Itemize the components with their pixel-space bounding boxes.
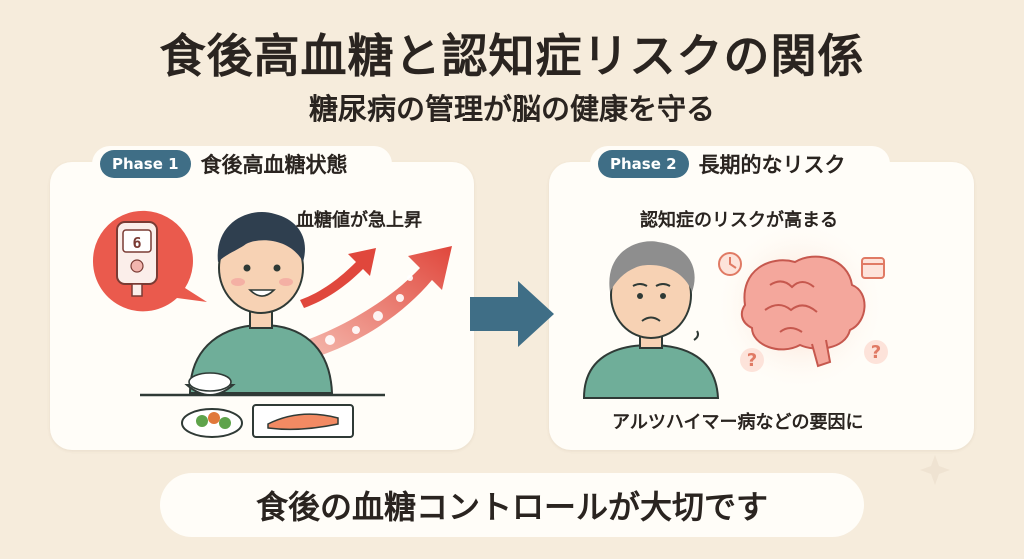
next-arrow-icon bbox=[470, 281, 554, 347]
phase1-badge: Phase 1 bbox=[100, 150, 191, 178]
phase2-badge: Phase 2 bbox=[598, 150, 689, 178]
glucose-meter-icon: 6 bbox=[92, 210, 207, 312]
page-subtitle: 糖尿病の管理が脳の健康を守る bbox=[308, 92, 715, 126]
footer-message: 食後の血糖コントロールが大切です bbox=[160, 473, 864, 537]
elderly-person-illustration bbox=[582, 241, 720, 399]
meal-illustration bbox=[140, 372, 385, 438]
phase2-title: 長期的なリスク bbox=[698, 153, 846, 177]
sparkle-icon bbox=[920, 455, 950, 485]
meter-reading: 6 bbox=[132, 234, 141, 252]
glucose-rise-label: 血糖値が急上昇 bbox=[296, 210, 422, 231]
question-icon: ? ? bbox=[740, 340, 888, 372]
phase1-header: Phase 1 食後高血糖状態 bbox=[92, 146, 392, 182]
svg-text:?: ? bbox=[871, 342, 881, 363]
phase1-title: 食後高血糖状態 bbox=[200, 153, 348, 177]
brain-icon bbox=[714, 220, 886, 392]
dementia-risk-label: 認知症のリスクが高まる bbox=[640, 210, 838, 231]
clock-icon bbox=[718, 252, 742, 276]
alzheimer-factor-label: アルツハイマー病などの要因に bbox=[612, 412, 864, 433]
footer-text: 食後の血糖コントロールが大切です bbox=[255, 488, 768, 526]
page-title: 食後高血糖と認知症リスクの関係 bbox=[159, 29, 865, 83]
trend-arrow-icon bbox=[292, 246, 452, 362]
calendar-icon bbox=[861, 257, 885, 279]
svg-text:?: ? bbox=[747, 350, 757, 371]
phase2-header: Phase 2 長期的なリスク bbox=[590, 146, 890, 182]
